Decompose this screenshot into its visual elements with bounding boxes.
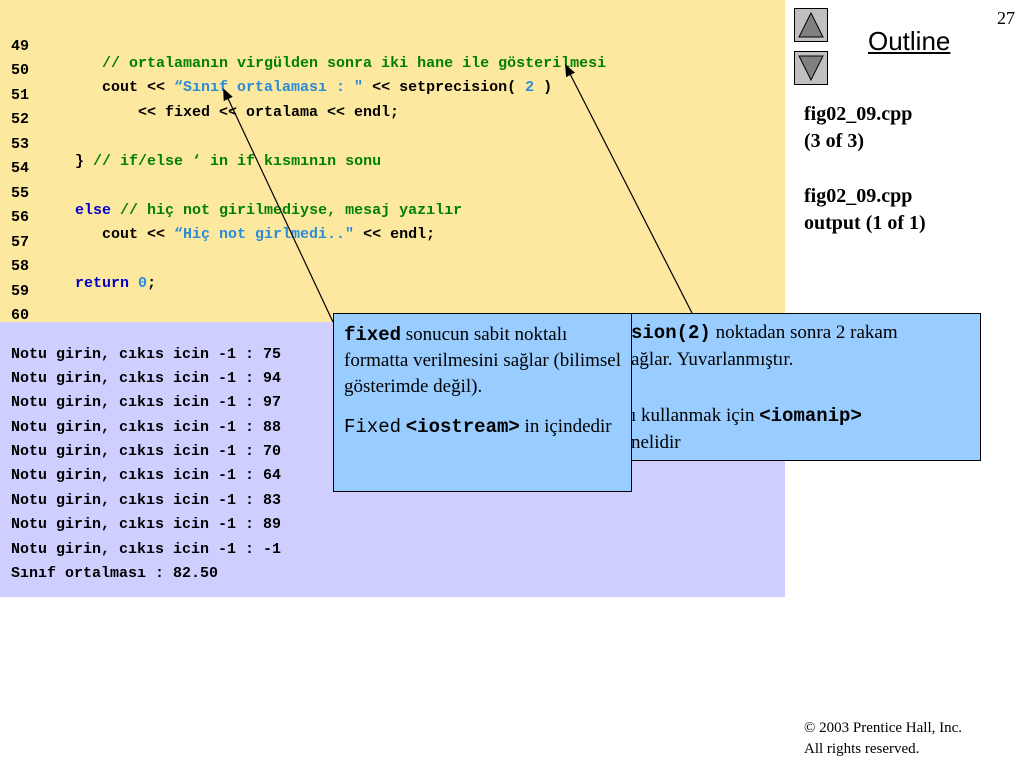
- line-number: 56: [11, 209, 30, 226]
- code-comment: // ortalamanın virgülden sonra iki hane …: [102, 55, 607, 72]
- output-line: Notu girin, cıkıs icin -1 : -1: [11, 541, 282, 558]
- code-line-50: 50 cout << “Sınıf ortalaması : " << setp…: [0, 45, 552, 96]
- output-line: Notu girin, cıkıs icin -1 : 94: [11, 370, 282, 387]
- code-line-54: 54: [0, 143, 36, 177]
- line-number: 50: [11, 62, 30, 79]
- output-label: fig02_09.cpp output (1 of 1): [804, 185, 926, 234]
- output-line: Notu girin, cıkıs icin -1 : 64: [11, 467, 282, 484]
- code-line-49: 49 // ortalamanın virgülden sonra iki ha…: [0, 21, 606, 72]
- code-line-52: 52: [0, 94, 36, 128]
- output-line: Notu girin, cıkıs icin -1 : 83: [11, 492, 282, 509]
- output-line: Notu girin, cıkıs icin -1 : 97: [11, 394, 282, 411]
- page-number: 27: [997, 8, 1015, 28]
- code-line-51: 51 << fixed << ortalama << endl;: [0, 70, 399, 121]
- line-number: 49: [11, 38, 30, 55]
- code-text: } // if/else ‘ in if kısmının sonu: [75, 153, 382, 170]
- line-number: 54: [11, 160, 30, 177]
- output-line: Sınıf ortalması : 82.50: [11, 565, 219, 582]
- code-text: cout << “Sınıf ortalaması : " << setprec…: [102, 79, 553, 96]
- output-line: Notu girin, cıkıs icin -1 : 89: [11, 516, 282, 533]
- code-text: cout << “Hiç not girlmedi.." << endl;: [102, 226, 436, 243]
- code-number: 2: [525, 79, 535, 96]
- next-slide-button[interactable]: [794, 51, 828, 85]
- code-line-53: 53 } // if/else ‘ in if kısmının sonu: [0, 119, 381, 170]
- code-text: // ortalamanın virgülden sonra iki hane …: [48, 55, 606, 72]
- code-text: << fixed << ortalama << endl;: [138, 104, 400, 121]
- code-line-56: 56 cout << “Hiç not girlmedi.." << endl;: [0, 192, 435, 243]
- output-line: Notu girin, cıkıs icin -1 : 75: [11, 346, 282, 363]
- triangle-down-icon: [798, 55, 824, 82]
- output-line: Notu girin, cıkıs icin -1 : 70: [11, 443, 282, 460]
- code-line-60: 60 }: [0, 290, 57, 341]
- code-line-58: 58 return 0;: [0, 241, 156, 292]
- code-keyword: else: [75, 202, 112, 219]
- code-string: “Sınıf ortalaması : ": [174, 79, 364, 96]
- line-number: 55: [11, 185, 30, 202]
- line-number: 60: [11, 307, 30, 324]
- code-text: return 0;: [75, 275, 157, 292]
- code-comment: // if/else ‘ in if kısmının sonu: [93, 153, 382, 170]
- code-line-57: 57: [0, 217, 36, 251]
- outline-title[interactable]: Outline: [868, 26, 951, 56]
- callout-fixed: fixed sonucun sabit noktalı formatta ver…: [333, 313, 632, 492]
- output-line: Notu girin, cıkıs icin -1 : 88: [11, 419, 282, 436]
- line-number: 58: [11, 258, 30, 275]
- code-panel: 49 // ortalamanın virgülden sonra iki ha…: [0, 0, 785, 341]
- code-string: “Hiç not girlmedi..": [174, 226, 355, 243]
- code-keyword: return: [75, 275, 130, 292]
- code-line-55: 55 else // hiç not girilmediyse, mesaj y…: [0, 168, 462, 219]
- previous-slide-button[interactable]: [794, 8, 828, 42]
- code-number: 0: [138, 275, 148, 292]
- line-number: 59: [11, 283, 30, 300]
- line-number: 57: [11, 234, 30, 251]
- triangle-up-icon: [798, 11, 824, 38]
- code-comment: // hiç not girilmediyse, mesaj yazılır: [111, 202, 463, 219]
- line-number: 53: [11, 136, 30, 153]
- code-text: else // hiç not girilmediyse, mesaj yazı…: [48, 202, 462, 219]
- file-label: fig02_09.cpp (3 of 3): [804, 103, 913, 152]
- line-number: 52: [11, 111, 30, 128]
- line-number: 51: [11, 87, 30, 104]
- copyright-notice: © 2003 Prentice Hall, Inc. All rights re…: [804, 720, 963, 757]
- code-line-59: 59: [0, 266, 36, 300]
